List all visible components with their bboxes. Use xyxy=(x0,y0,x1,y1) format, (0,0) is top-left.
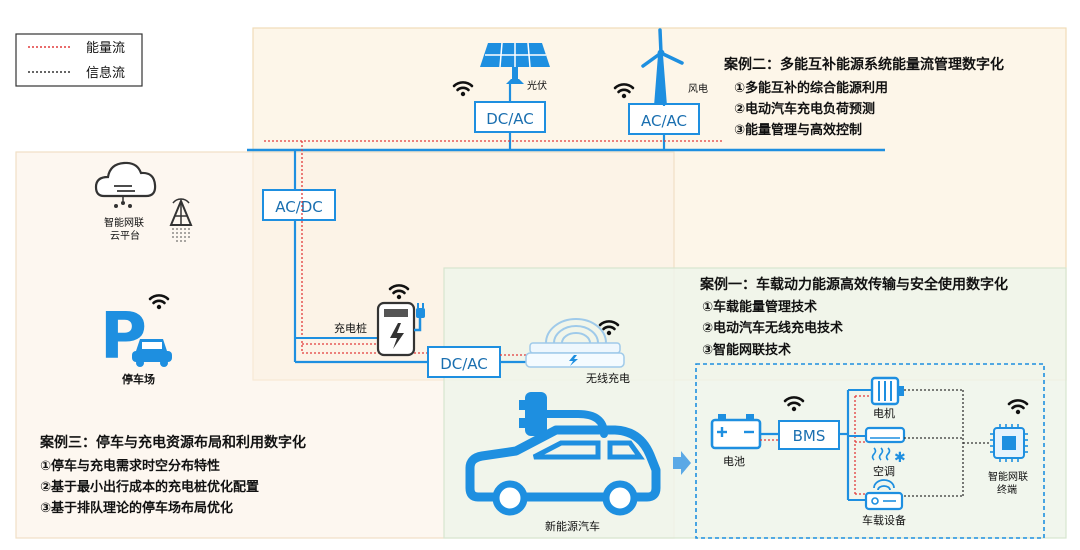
pv-label: 光伏 xyxy=(527,79,547,92)
wireless-label: 无线充电 xyxy=(586,371,630,385)
onboard-device-icon xyxy=(864,479,904,511)
legend-info-label: 信息流 xyxy=(86,65,125,81)
motor-label: 电机 xyxy=(873,406,895,420)
case3-item-3: ③基于排队理论的停车场布局优化 xyxy=(40,500,233,516)
arrow-right-icon xyxy=(673,451,691,475)
acdc-label: AC/DC xyxy=(275,198,323,216)
terminal-label-line1: 智能网联 xyxy=(988,470,1028,483)
legend-box xyxy=(15,33,143,87)
charging-pile-icon xyxy=(376,301,425,357)
wireless-pad-icon xyxy=(525,318,625,368)
case1-item-1: ①车载能量管理技术 xyxy=(702,299,817,315)
case2-item-3: ③能量管理与高效控制 xyxy=(734,122,862,138)
cloud-icon xyxy=(94,161,157,208)
case1-title: 案例一：车载动力能源高效传输与安全使用数字化 xyxy=(699,276,1008,293)
terminal-label-line2: 终端 xyxy=(997,483,1017,496)
parking-label: 停车场 xyxy=(122,372,155,386)
car-small-icon xyxy=(132,339,172,367)
acdc-box xyxy=(262,189,336,221)
case2-item-1: ①多能互补的综合能源利用 xyxy=(734,80,888,96)
case3-title: 案例三：停车与充电资源布局和利用数字化 xyxy=(39,434,306,451)
case2-title: 案例二：多能互补能源系统能量流管理数字化 xyxy=(723,56,1004,73)
wind-turbine-icon xyxy=(641,28,684,106)
air-conditioner-icon: ✱ xyxy=(864,426,906,466)
wind-label: 风电 xyxy=(688,82,708,95)
chip-terminal-icon xyxy=(990,424,1028,462)
case3-item-2: ②基于最小出行成本的充电桩优化配置 xyxy=(40,479,259,495)
dcac-bottom-label: DC/AC xyxy=(440,355,488,373)
legend-energy-label: 能量流 xyxy=(86,41,125,56)
svg-text:✱: ✱ xyxy=(894,450,906,466)
cloud-label-line1: 智能网联 xyxy=(104,216,144,229)
acac-top-label: AC/AC xyxy=(641,112,687,130)
cloud-label-line2: 云平台 xyxy=(110,229,140,242)
antenna-tower-icon xyxy=(169,198,193,244)
battery-label: 电池 xyxy=(723,455,745,468)
battery-icon xyxy=(710,414,762,450)
charger-label: 充电桩 xyxy=(334,321,367,335)
electric-vehicle-icon xyxy=(465,392,661,516)
case3-item-1: ①停车与充电需求时空分布特性 xyxy=(40,458,220,474)
ac-label: 空调 xyxy=(873,464,895,478)
bms-label: BMS xyxy=(793,427,826,445)
vehicle-subsystem-box xyxy=(695,363,1045,539)
case1-item-3: ③智能网联技术 xyxy=(702,342,791,358)
solar-panel-icon xyxy=(480,42,550,84)
onboard-label: 车载设备 xyxy=(862,513,906,527)
motor-icon xyxy=(870,376,904,406)
dcac-top-label: DC/AC xyxy=(486,110,534,128)
case1-item-2: ②电动汽车无线充电技术 xyxy=(702,320,843,336)
dcac-bottom-box xyxy=(427,346,501,378)
vehicle-label: 新能源汽车 xyxy=(545,519,600,533)
case2-item-2: ②电动汽车充电负荷预测 xyxy=(734,101,875,117)
